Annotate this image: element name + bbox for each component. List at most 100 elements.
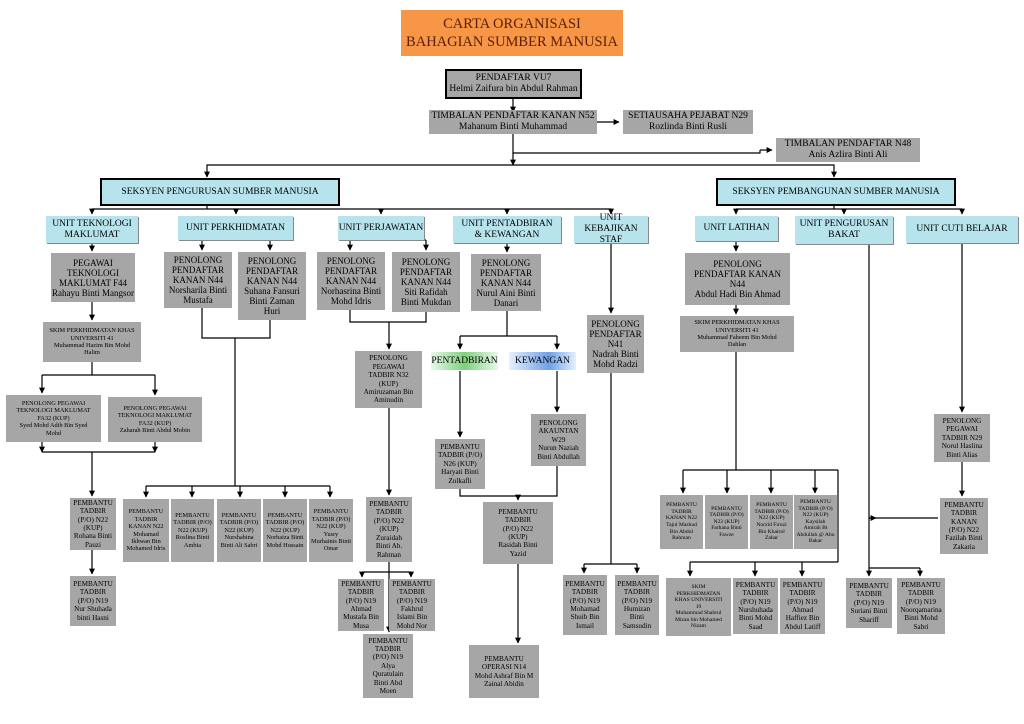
node-name: Binti (629, 613, 645, 622)
subunit-label: PENTADBIRAN (431, 356, 498, 366)
node-name: Zainal Abidin (484, 679, 524, 688)
node-name: Binti Abd (373, 678, 403, 687)
node-name: Humizan (623, 605, 651, 613)
unit-label: UNIT TEKNOLOGI (52, 218, 132, 229)
node-name: Binti Alias (946, 450, 978, 459)
node-name: Fawze (719, 531, 734, 538)
node-role: PEMBANTU (666, 502, 697, 509)
node-name: Mustafa (183, 295, 213, 305)
node-role: (P/O) N19 (77, 596, 109, 605)
node-name: Shuib Bin (570, 613, 600, 622)
node-name: Nizam (691, 623, 706, 630)
node-name: Abdul Hadi Bin Ahmad (694, 289, 781, 299)
subunit-kewangan: KEWANGAN (509, 352, 576, 370)
node-role: PEGAWAI (372, 362, 405, 371)
node-role: PENOLONG (173, 255, 223, 265)
node-name: Ikhwan Bin (131, 537, 161, 545)
node-role: SKIM PERKHIDMATAN KHAS (694, 319, 780, 327)
node-kewangan-pa: PENOLONG AKAUNTAN W29 Nurun Naziah Binti… (531, 414, 586, 466)
node-name: Ismail (576, 621, 594, 630)
node-role: KANAN N22 (665, 515, 698, 522)
node-name: Samsudin (622, 621, 652, 630)
node-perjawatan-pp1: PENOLONG PENDAFTAR KANAN N44 Norhasrina … (317, 252, 385, 310)
node-role: PENOLONG (942, 416, 982, 425)
node-timbalan-kanan: TIMBALAN PENDAFTAR KANAN N52 Mahanum Bin… (429, 110, 597, 134)
node-name: Amiruzaman Bin (363, 387, 414, 396)
node-name: Nurshahina (224, 534, 254, 542)
node-perjawatan-ppt: PENOLONG PEGAWAI TADBIR N32 (KUP) Amiruz… (355, 351, 422, 408)
node-role: (P/O) N22 (948, 526, 980, 534)
node-role: PEMBANTU (484, 654, 524, 663)
node-role: PENOLONG (591, 319, 640, 329)
node-role: PEMBANTU (369, 500, 409, 509)
node-cuti-ppt: PENOLONG PEGAWAI TADBIR N29 Norul Haslin… (934, 414, 990, 462)
node-role: (P/O) N19 (853, 598, 885, 607)
node-name: Saad (748, 622, 763, 631)
node-role: TADBIR (P/O) (709, 512, 744, 519)
node-role: KANAN N44 (480, 277, 532, 288)
node-role: TADBIR (504, 516, 532, 525)
chart-title: CARTA ORGANISASI BAHAGIAN SUMBER MANUSIA (401, 10, 623, 56)
node-role: MAKLUMAT F44 (58, 277, 128, 288)
node-name: Murhainis Binti (310, 537, 352, 545)
node-role: PENOLONG (326, 256, 376, 266)
unit-label: STAF (599, 235, 623, 245)
node-name: Mahanum Binti Muhammad (458, 122, 568, 132)
node-name: Binti Ali Sabri (220, 541, 258, 549)
node-role: TADBIR (789, 589, 816, 598)
node-role: PEMBANTU (440, 442, 480, 451)
node-ti-pt19: PEMBANTU TADBIR (P/O) N19 Nur Shuhada bi… (70, 576, 116, 626)
node-name: Norhasrina Binti (320, 286, 382, 296)
node-role: PEMBANTU (313, 508, 349, 516)
node-name: Syed Mohd Adib Bin Syed (19, 422, 88, 430)
node-role: TADBIR (950, 509, 978, 518)
node-role: (P/O) N19 (740, 597, 771, 606)
node-role: FA32 (KUP) (138, 419, 172, 427)
node-name: Binti Mukdan (400, 297, 452, 307)
node-name: Pauzi (85, 540, 101, 549)
node-ti-skim: SKIM PERKHIDMATAN KHAS UNIVERSITI 41 Muh… (43, 322, 141, 362)
node-name: Rahayu Binti Mangsor (52, 287, 134, 298)
node-pentadbiran-pp: PENOLONG PENDAFTAR KANAN N44 Nurul Aini … (471, 254, 541, 311)
node-name: Norhaiza Binti (266, 534, 304, 542)
node-ti-ppt1: PENOLONG PEGAWAI TEKNOLOGI MAKLUMAT FA32… (6, 395, 101, 442)
node-role: 19 (695, 603, 702, 610)
node-timbalan: TIMBALAN PENDAFTAR N48 Anis Azlira Binti… (776, 138, 920, 162)
node-name: Rahman (377, 550, 401, 559)
node-role: TADBIR (134, 515, 158, 523)
node-role: TADBIR (347, 588, 375, 597)
node-role: N22 (KUP) (270, 526, 300, 534)
node-role: PEMBANTU (73, 498, 113, 507)
node-name: Sabri (913, 622, 929, 631)
unit-label: UNIT PENGURUSAN (799, 219, 889, 229)
unit-label: & KEWANGAN (474, 229, 540, 240)
unit-label: MAKLUMAT (64, 229, 120, 240)
node-role: (KUP) (83, 524, 103, 532)
node-name: Bakar (808, 538, 823, 545)
node-role: PEMBANTU (221, 511, 257, 519)
node-name: Suriani Binti (850, 607, 888, 616)
node-latihan-skim: SKIM PERKHIDMATAN KHAS UNIVERSITI 41 Muh… (680, 316, 794, 352)
node-perkhidmatan-a2: PEMBANTU TADBIR (P/O) N22 (KUP) Roslina … (171, 499, 214, 562)
node-kebajikan-pp: PENOLONG PENDAFTAR N41 Nadrah Binti Mohd… (587, 315, 644, 373)
node-role: N22 (KUP) (802, 512, 829, 519)
node-name: Zakaria (953, 542, 975, 551)
node-role: PENOLONG (369, 354, 408, 363)
subunit-label: KEWANGAN (515, 356, 570, 366)
node-role: TADBIR (671, 508, 692, 515)
node-name: Quratulain (372, 670, 404, 679)
node-pentadbiran-po: PEMBANTU OPERASI N14 Mohd Ashraf Bin M Z… (469, 645, 539, 698)
node-name: Kaysilah (805, 518, 826, 525)
node-name: Rahman (672, 535, 691, 542)
section-label: SEKSYEN PEMBANGUNAN SUMBER MANUSIA (732, 187, 940, 197)
node-perkhidmatan-a4: PEMBANTU TADBIR (P/O) N22 (KUP) Norhaiza… (263, 499, 307, 562)
node-name: Rohana Binti (73, 532, 113, 541)
node-role: N44 (729, 279, 746, 289)
node-perkhidmatan-pp2: PENOLONG PENDAFTAR KANAN N44 Suhana Fans… (238, 252, 306, 320)
unit-perkhidmatan: UNIT PERKHIDMATAN (178, 216, 293, 240)
node-role: N22 (KUP) (713, 518, 740, 525)
node-role: PEMBANTU (711, 505, 742, 512)
node-name: Danari (493, 297, 519, 308)
node-role: PENOLONG PEGAWAI (123, 404, 187, 412)
node-name: Zaharah Binti Abdul Mobin (119, 426, 191, 434)
